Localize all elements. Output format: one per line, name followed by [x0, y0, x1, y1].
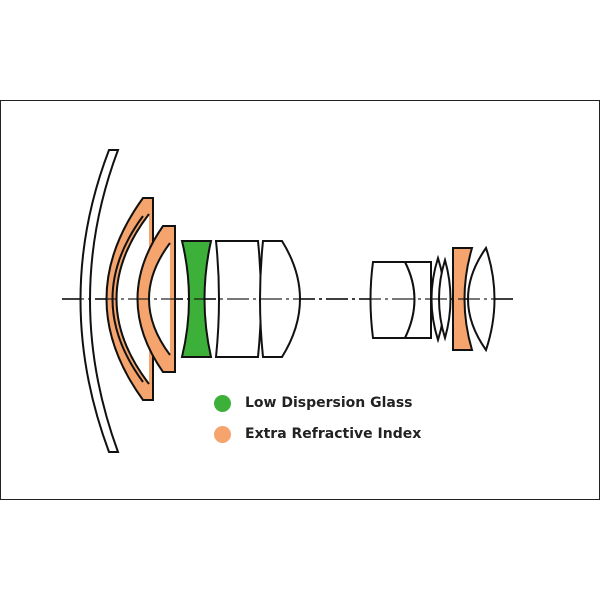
low-dispersion-swatch-icon: [214, 394, 231, 412]
legend-label-extra-refractive: Extra Refractive Index: [245, 426, 422, 442]
legend-label-low-dispersion: Low Dispersion Glass: [245, 395, 413, 411]
lens-element-12: [467, 245, 496, 353]
lens-element-1: [79, 149, 120, 453]
extra-refractive-swatch-icon: [214, 425, 231, 443]
legend-item-low-dispersion: Low Dispersion Glass: [214, 392, 421, 414]
legend: Low Dispersion Glass Extra Refractive In…: [214, 392, 421, 454]
lens-element-8: [403, 261, 432, 339]
legend-item-extra-refractive: Extra Refractive Index: [214, 423, 421, 445]
lens-element-7: [369, 261, 416, 339]
